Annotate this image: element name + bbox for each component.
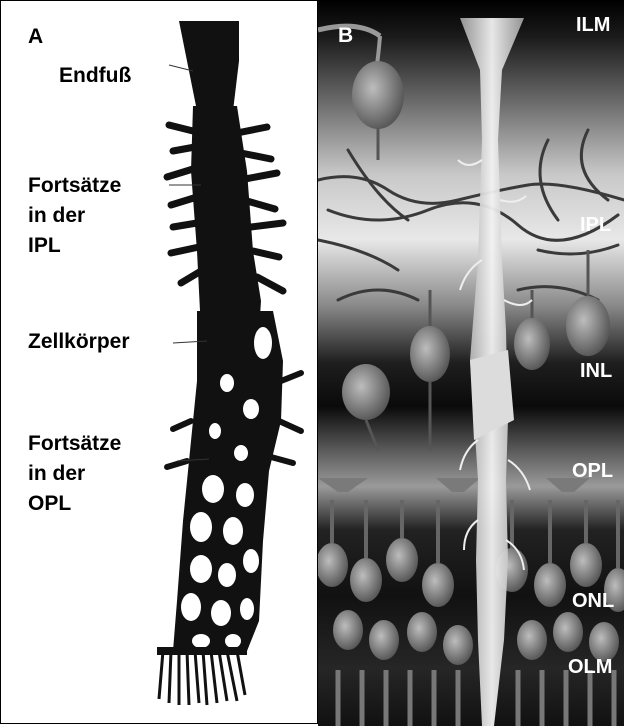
label-endfuss: Endfuß [59,63,131,89]
muller-cell-silhouette [1,1,319,725]
label-zellkoerper: Zellkörper [28,329,130,355]
retina-layers-illustration [318,0,624,726]
panel-b-retina-rendering: B ILM IPL INL OPL ONL OLM [318,0,624,726]
panel-a-muller-cell-drawing: A Endfuß Fortsätze in der IPL Zellkörper… [0,0,318,724]
panel-b-letter: B [338,24,353,48]
layer-label-inl: INL [580,360,612,383]
layer-label-olm: OLM [568,656,612,679]
layer-label-onl: ONL [572,590,614,613]
label-fortsaetze-ipl-line2: in der [28,203,85,229]
panel-a-letter: A [28,25,43,49]
label-fortsaetze-ipl-line1: Fortsätze [28,173,121,199]
label-fortsaetze-opl-line2: in der [28,461,85,487]
label-fortsaetze-opl-line3: OPL [28,491,71,517]
layer-label-opl: OPL [572,460,613,483]
layer-label-ilm: ILM [576,14,610,37]
layer-label-ipl: IPL [580,214,611,237]
label-fortsaetze-opl-line1: Fortsätze [28,431,121,457]
label-fortsaetze-ipl-line3: IPL [28,233,61,259]
